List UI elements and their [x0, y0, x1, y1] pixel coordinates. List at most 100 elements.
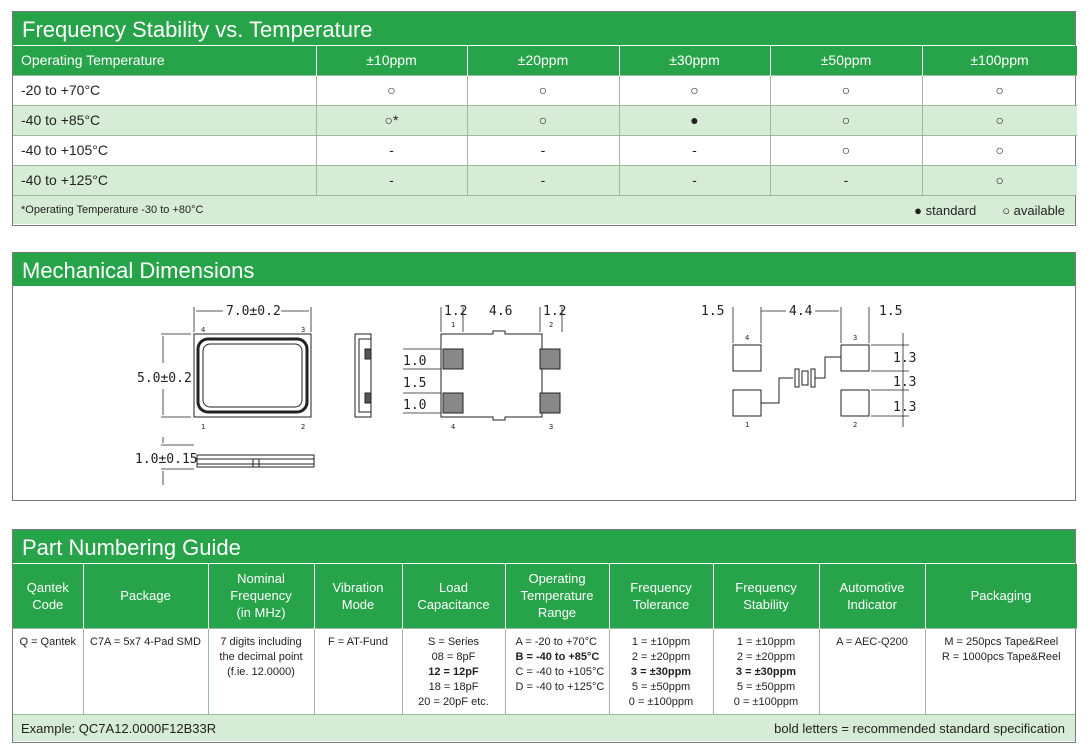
dim-width: 5.0±0.2	[137, 371, 192, 386]
bottom-pin-2: 2	[549, 321, 553, 329]
availability-cell: ○*	[316, 104, 468, 135]
pn-option: the decimal point	[219, 650, 303, 663]
availability-cell: ○	[770, 74, 923, 105]
frequency-stability-table: Operating Temperature±10ppm±20ppm±30ppm ±…	[13, 46, 1078, 195]
frequency-stability-title: Frequency Stability vs. Temperature	[13, 12, 1075, 46]
pn-option: S = Series	[427, 635, 480, 648]
freq-row: -40 to +85°C○*○●○○	[13, 104, 1077, 135]
part-numbering-title: Part Numbering Guide	[13, 530, 1075, 564]
pn-option: 0 = ±100ppm	[733, 695, 799, 708]
dim-land-mid: 1.3	[893, 375, 916, 390]
pn-option: (f.ie. 12.0000)	[227, 665, 295, 678]
pn-cell-0: Q = Qantek	[13, 627, 84, 714]
dim-land-w1: 1.5	[701, 304, 724, 319]
part-numbering-footer: Example: QC7A12.0000F12B33R bold letters…	[13, 714, 1075, 741]
availability-cell: -	[467, 134, 620, 165]
pn-option: 12 = 12pF	[428, 665, 479, 678]
pn-option: 1 = ±10ppm	[631, 635, 691, 648]
freq-header-5: ±100ppm	[922, 46, 1078, 75]
frequency-stability-footer: *Operating Temperature -30 to +80°C ● st…	[13, 195, 1075, 224]
temperature-range-cell: -20 to +70°C	[13, 74, 317, 105]
dim-pad-h2: 1.0	[403, 398, 426, 413]
land-pin-3: 3	[853, 334, 857, 342]
land-pin-1: 1	[745, 421, 749, 429]
availability-cell: ○	[467, 104, 620, 135]
pn-option: Q = Qantek	[19, 635, 77, 648]
pn-option: C7A = 5x7 4-Pad SMD	[90, 635, 201, 648]
pn-option: B = -40 to +85°C	[515, 650, 600, 663]
pin-1-label: 1	[201, 423, 205, 431]
bottom-pin-1: 1	[451, 321, 455, 329]
dim-land-h2: 1.3	[893, 400, 916, 415]
pn-header-2: Nominal Frequency (in MHz)	[208, 564, 315, 628]
pn-option: 3 = ±30ppm	[630, 665, 692, 678]
availability-cell: ○	[922, 134, 1077, 165]
availability-cell: -	[619, 134, 771, 165]
bold-note: bold letters = recommended standard spec…	[774, 720, 1065, 736]
dim-pad-w2: 1.2	[543, 304, 566, 319]
freq-header-0: Operating Temperature	[13, 46, 317, 75]
availability-cell: ○	[770, 134, 923, 165]
availability-cell: ○	[467, 74, 620, 105]
pin-4-label: 4	[201, 326, 205, 334]
freq-row: -40 to +105°C---○○	[13, 134, 1077, 165]
pn-option: F = AT-Fund	[327, 635, 389, 648]
bottom-pin-4: 4	[451, 423, 455, 431]
bottom-pin-3: 3	[549, 423, 553, 431]
package-end-view	[354, 333, 372, 418]
availability-cell: ○	[619, 74, 771, 105]
freq-row: -40 to +125°C----○	[13, 164, 1077, 195]
dim-land-gap: 4.4	[789, 304, 813, 319]
pn-option: 3 = ±30ppm	[735, 665, 797, 678]
pn-option: 1 = ±10ppm	[736, 635, 796, 648]
legend-standard: ● standard	[914, 202, 977, 218]
pn-cell-5: A = -20 to +70°C B = -40 to +85°C C = -40 …	[505, 627, 610, 714]
pn-option: 0 = ±100ppm	[628, 695, 694, 708]
pn-option: A = -20 to +70°C	[515, 635, 597, 648]
availability-cell: -	[770, 164, 923, 195]
dim-pad-h1: 1.0	[403, 354, 426, 369]
freq-header-2: ±20ppm	[467, 46, 620, 75]
pn-cell-8: A = AEC-Q200	[819, 627, 926, 714]
pn-header-6: Frequency Tolerance	[609, 564, 714, 628]
pn-option: 20 = 20pF etc.	[418, 695, 489, 708]
pn-header-0: Qantek Code	[13, 564, 84, 628]
package-bottom-view	[440, 330, 561, 421]
pn-option: 2 = ±20ppm	[736, 650, 796, 663]
package-top-view	[193, 333, 312, 418]
dim-height: 1.0±0.15	[135, 452, 198, 467]
land-pin-4: 4	[745, 334, 749, 342]
freq-row: -20 to +70°C○○○○○	[13, 74, 1077, 105]
freq-header-1: ±10ppm	[316, 46, 468, 75]
availability-cell: ○	[922, 104, 1077, 135]
pn-option: A = AEC-Q200	[836, 635, 908, 648]
temperature-range-cell: -40 to +105°C	[13, 134, 317, 165]
pn-header-5: Operating Temperature Range	[505, 564, 610, 628]
temperature-range-cell: -40 to +85°C	[13, 104, 317, 135]
availability-cell: ○	[922, 74, 1077, 105]
freq-header-3: ±30ppm	[619, 46, 771, 75]
availability-cell: -	[467, 164, 620, 195]
availability-cell: -	[619, 164, 771, 195]
example-text: Example: QC7A12.0000F12B33R	[21, 720, 217, 736]
pn-option: C = -40 to +105°C	[515, 665, 605, 678]
pn-option: 5 = ±50ppm	[631, 680, 691, 693]
mechanical-dimensions-panel: Mechanical Dimensions 7.0±0.2 5.0±0.2 4 …	[12, 252, 1076, 501]
dim-pad-mid: 1.5	[403, 376, 426, 391]
availability-cell: -	[316, 134, 468, 165]
pn-option: 18 = 18pF	[428, 680, 479, 693]
pin-3-label: 3	[301, 326, 305, 334]
package-side-view	[196, 454, 315, 468]
mechanical-dimensions-title: Mechanical Dimensions	[13, 253, 1075, 287]
land-pattern	[732, 344, 870, 417]
pn-option: R = 1000pcs Tape&Reel	[941, 650, 1061, 663]
frequency-stability-panel: Frequency Stability vs. Temperature Oper…	[12, 11, 1078, 226]
pn-header-8: Automotive Indicator	[819, 564, 926, 628]
pn-cell-3: F = AT-Fund	[314, 627, 403, 714]
